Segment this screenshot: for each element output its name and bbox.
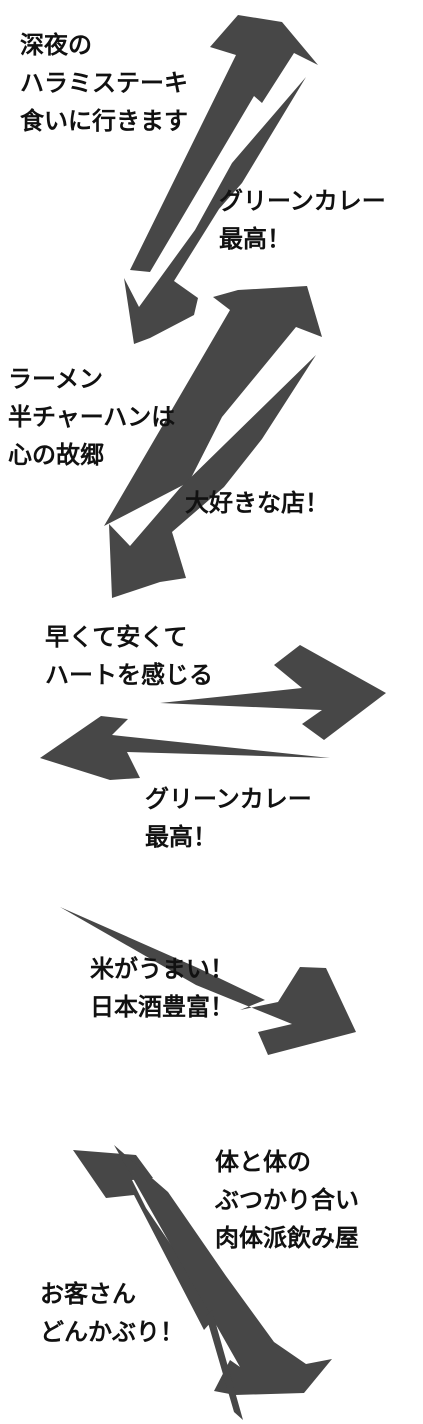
caption-line: ハラミステーキ — [20, 69, 188, 97]
arrow-down-left-1 — [124, 77, 306, 344]
caption-line: 早くて安くて — [45, 623, 188, 651]
caption-line: ラーメン — [8, 365, 104, 393]
caption-line: 心の故郷 — [8, 441, 104, 469]
arrow-right-3 — [160, 645, 386, 740]
arrow-down-right-5 — [114, 1145, 332, 1395]
arrow-up-left-5 — [73, 1150, 218, 1330]
arrow-tail-sliver-5 — [206, 1310, 243, 1420]
arrow-down-left-2 — [109, 355, 316, 598]
caption-rice: 米がうまい！ 日本酒豊富！ — [90, 950, 234, 1026]
caption-line: 大好きな店！ — [185, 489, 329, 517]
caption-line: グリーンカレー — [219, 187, 386, 215]
caption-line: 日本酒豊富！ — [90, 993, 234, 1021]
caption-line: お客さん — [40, 1280, 136, 1308]
caption-line: 深夜の — [20, 31, 92, 59]
caption-line: ハートを感じる — [45, 661, 213, 689]
arrow-left-3 — [40, 716, 330, 780]
arrow-up-right-1 — [130, 15, 318, 272]
caption-favorite-shop: 大好きな店！ — [185, 484, 329, 522]
caption-harami-steak: 深夜の ハラミステーキ 食いに行きます — [20, 26, 188, 140]
caption-customer-bowl: お客さん どんかぶり！ — [40, 1275, 184, 1351]
arrow-up-right-2 — [104, 286, 322, 526]
caption-line: どんかぶり！ — [40, 1318, 184, 1346]
caption-green-curry-1: グリーンカレー 最高！ — [219, 182, 386, 258]
caption-line: 最高！ — [145, 823, 217, 851]
caption-line: ぶつかり合い — [215, 1186, 359, 1214]
caption-line: 肉体派飲み屋 — [215, 1224, 359, 1252]
caption-line: 米がうまい！ — [90, 955, 234, 983]
arrow-right-4 — [60, 907, 356, 1055]
caption-line: 食いに行きます — [20, 107, 188, 135]
caption-body-clash: 体と体の ぶつかり合い 肉体派飲み屋 — [215, 1143, 359, 1257]
caption-ramen: ラーメン 半チャーハンは 心の故郷 — [8, 360, 175, 474]
caption-green-curry-2: グリーンカレー 最高！ — [145, 780, 312, 856]
caption-line: 最高！ — [219, 225, 291, 253]
caption-line: グリーンカレー — [145, 785, 312, 813]
caption-line: 半チャーハンは — [8, 403, 176, 431]
caption-heart: 早くて安くて ハートを感じる — [45, 618, 213, 694]
caption-line: 体と体の — [215, 1148, 311, 1176]
